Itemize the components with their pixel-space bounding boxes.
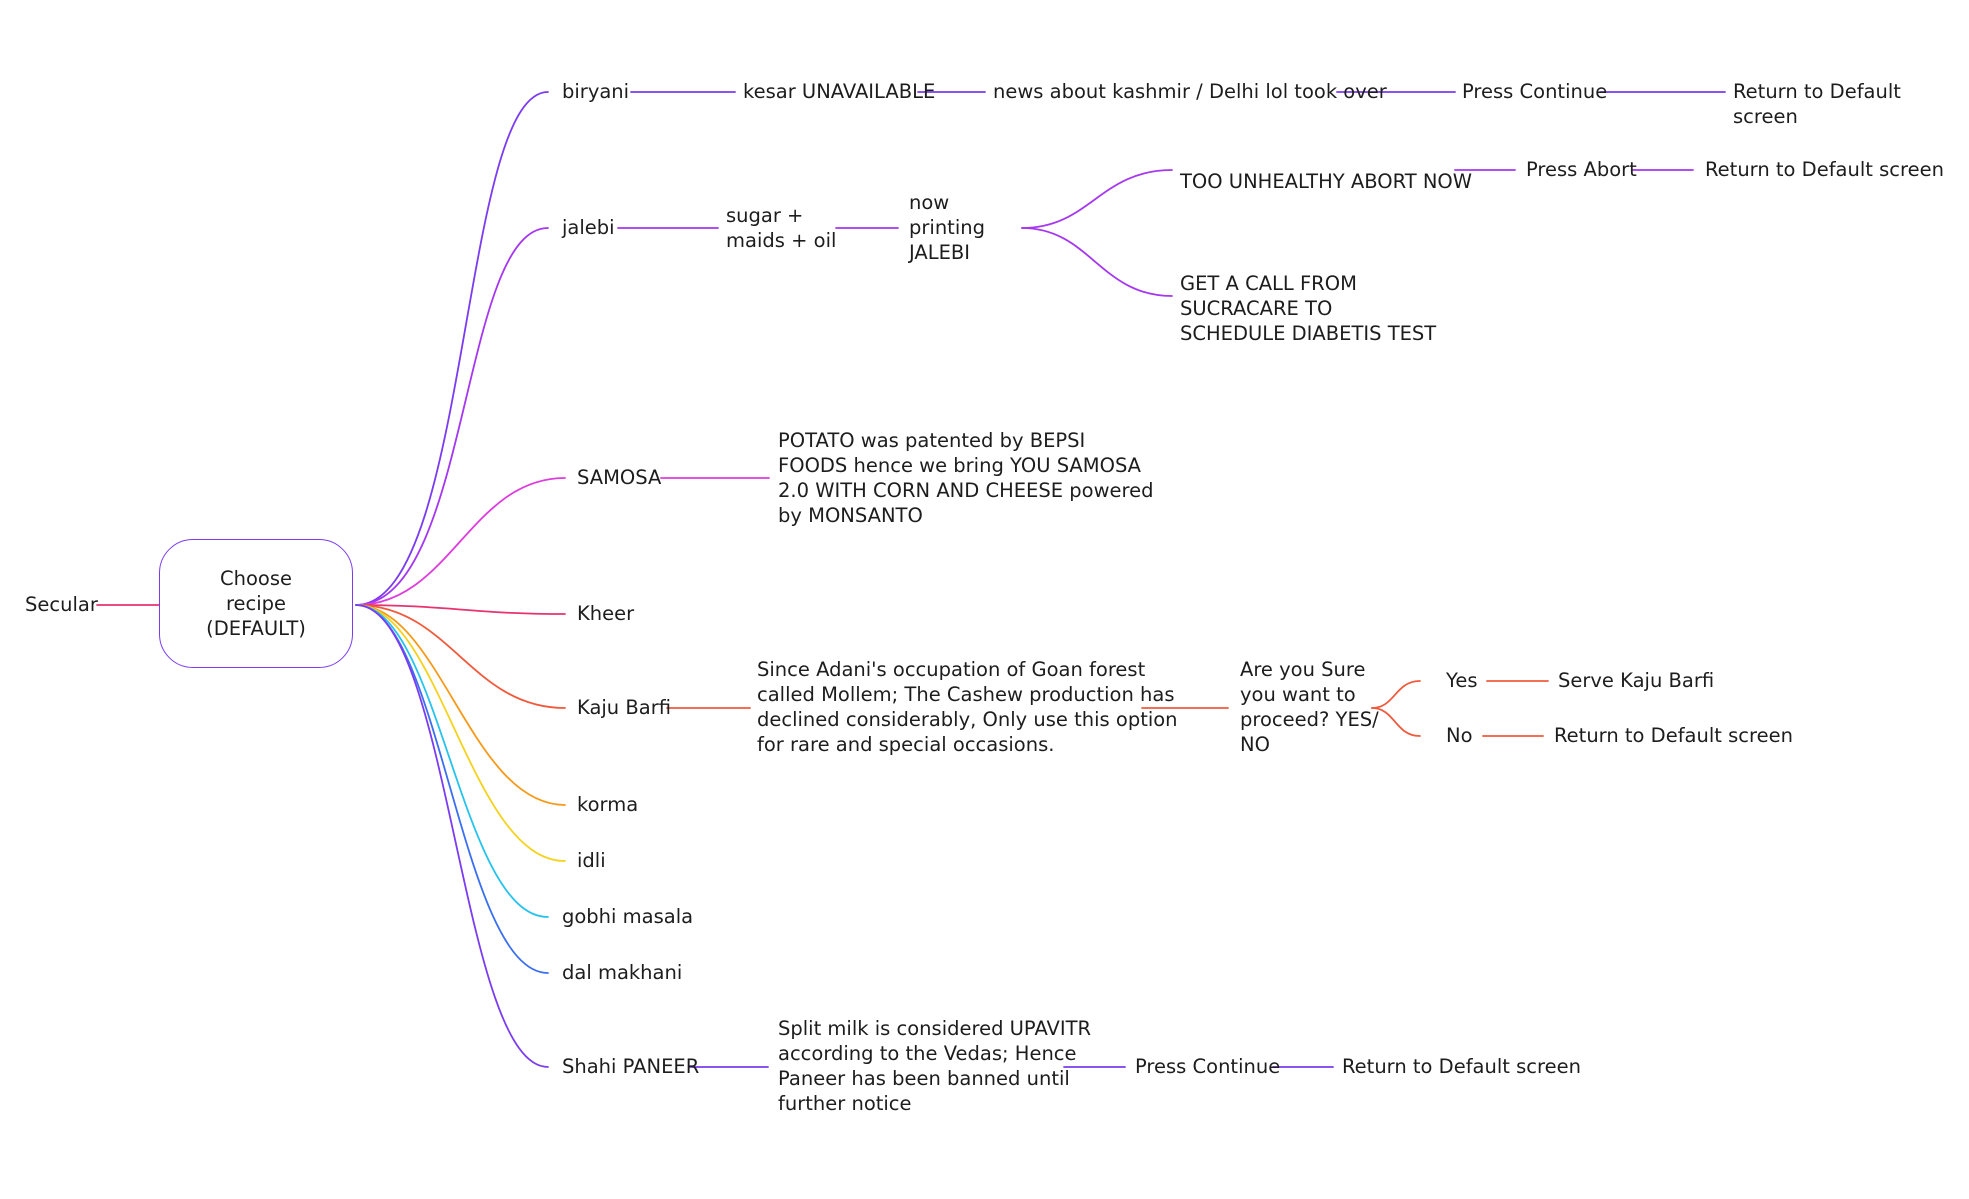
kaju-barfi-confirm[interactable]: Are you Sure you want to proceed? YES/ N… [1240,658,1379,756]
connector-kaju-no [1371,707,1421,737]
branch-shahi-paneer[interactable]: Shahi PANEER [562,1055,700,1078]
branch-jalebi[interactable]: jalebi [562,216,615,239]
kaju-barfi-no[interactable]: No [1446,724,1473,747]
connector-jalebi-opt1 [1021,169,1173,229]
branch-gobhi-masala[interactable]: gobhi masala [562,905,694,928]
branch-samosa[interactable]: SAMOSA [577,466,662,489]
connector-jalebi-opt2 [1021,227,1173,297]
connector-samosa [355,477,566,606]
root-node[interactable]: Secular [25,593,98,616]
branch-idli[interactable]: idli [577,849,606,872]
jalebi-option-call[interactable]: GET A CALL FROM SUCRACARE TO SCHEDULE DI… [1180,272,1437,345]
branch-kheer[interactable]: Kheer [577,602,635,625]
connector-jalebi [355,227,549,606]
connector-gobhi-masala [355,604,549,918]
connector-korma [355,604,566,806]
biryani-step-2[interactable]: news about kashmir / Delhi lol took over [993,80,1387,103]
jalebi-return-default[interactable]: Return to Default screen [1705,158,1944,181]
connector-idli [355,604,566,862]
shahi-paneer-note[interactable]: Split milk is considered UPAVITR accordi… [778,1017,1092,1115]
branch-korma[interactable]: korma [577,793,639,816]
jalebi-option-abort[interactable]: TOO UNHEALTHY ABORT NOW [1180,170,1473,193]
jalebi-press-abort[interactable]: Press Abort [1526,158,1637,181]
connector-kheer [355,604,566,615]
kaju-barfi-note[interactable]: Since Adani's occupation of Goan forest … [757,658,1178,756]
branch-dal-makhani[interactable]: dal makhani [562,961,683,984]
biryani-step-1[interactable]: kesar UNAVAILABLE [743,80,936,103]
biryani-step-4[interactable]: Return to Default screen [1733,80,1901,128]
biryani-step-3[interactable]: Press Continue [1462,80,1608,103]
kaju-barfi-yes[interactable]: Yes [1446,669,1478,692]
branch-biryani[interactable]: biryani [562,80,630,103]
kaju-barfi-return-default[interactable]: Return to Default screen [1554,724,1793,747]
shahi-paneer-press-continue[interactable]: Press Continue [1135,1055,1281,1078]
connector-kaju-barfi [355,604,566,709]
connector-kaju-yes [1371,680,1421,709]
center-node-label: Choose recipe (DEFAULT) [206,567,306,640]
connector-dal-makhani [355,604,549,974]
center-node[interactable]: Choose recipe (DEFAULT) [159,539,353,668]
kaju-barfi-serve[interactable]: Serve Kaju Barfi [1558,669,1715,692]
branch-kaju-barfi[interactable]: Kaju Barfi [577,696,671,719]
samosa-note[interactable]: POTATO was patented by BEPSI FOODS hence… [778,429,1154,527]
shahi-paneer-return-default[interactable]: Return to Default screen [1342,1055,1581,1078]
connector-shahi-paneer [355,604,549,1068]
jalebi-step-2[interactable]: now printing JALEBI [909,191,985,264]
connector-biryani [355,91,549,606]
jalebi-step-1[interactable]: sugar + maids + oil [726,204,837,252]
